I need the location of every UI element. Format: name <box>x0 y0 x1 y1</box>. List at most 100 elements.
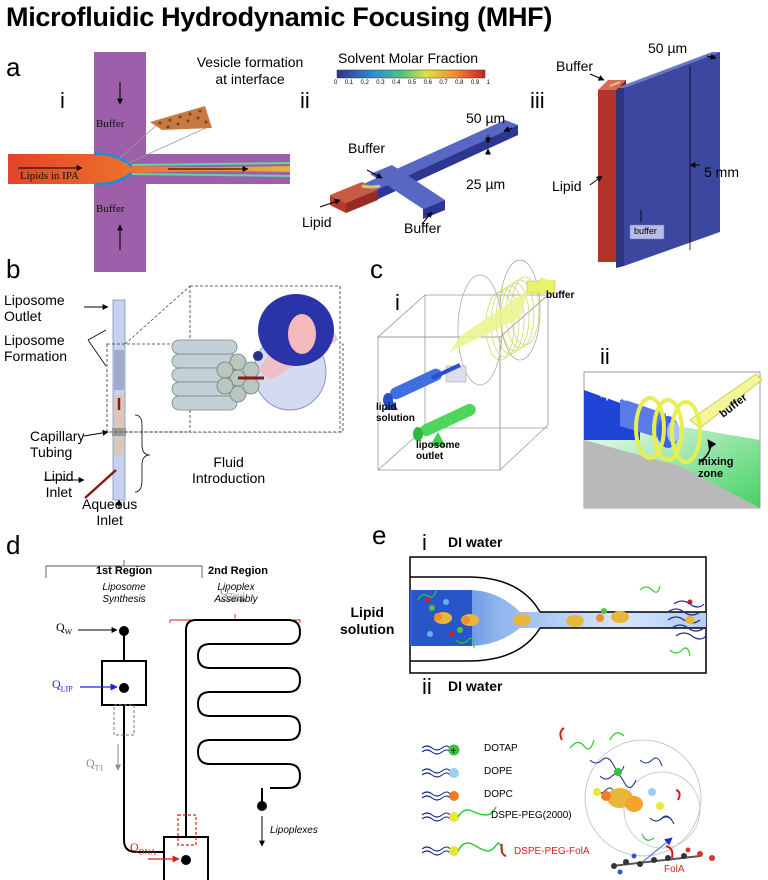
panel-label-c: c <box>370 254 383 284</box>
colorbar-tick: 0.6 <box>423 80 432 86</box>
d-q-total-symbol: Q <box>220 584 229 598</box>
a-i-buffer-top: Buffer <box>96 118 125 130</box>
b-capillary-tubing: Capillary Tubing <box>30 428 84 460</box>
d-q-t1-subscript: T1 <box>94 763 104 773</box>
panel-e-ii-legend-drawings: + <box>421 727 715 875</box>
b-lipid-line-1: Lipid <box>44 468 74 484</box>
panel-c-ii-zoom <box>583 371 763 509</box>
panel-a-i-label: i <box>60 88 65 113</box>
e-i-lipid-line-2: solution <box>340 621 395 637</box>
colorbar-tick: 0.3 <box>376 80 385 86</box>
colorbar-tick: 0.1 <box>344 80 354 86</box>
panel-b-device <box>44 285 344 508</box>
c-ii-mixing-line-2: zone <box>698 468 724 480</box>
colorbar-tick: 0.5 <box>407 80 417 86</box>
c-i-outlet-line-2: outlet <box>416 451 444 462</box>
c-ii-mixing-zone: mixing zone <box>698 456 733 480</box>
fola-label: FolA <box>664 864 685 875</box>
b-fluid-line-1: Fluid <box>213 454 244 470</box>
a-ii-lipid: Lipid <box>302 214 332 230</box>
panel-a-ii-label: ii <box>300 88 310 113</box>
a-iii-lipid: Lipid <box>552 178 582 194</box>
d-q-dna-symbol: Q <box>130 840 139 854</box>
panel-a-i-channel <box>8 52 291 272</box>
b-capillary-line-2: Tubing <box>30 444 73 460</box>
a-ii-buffer-top: Buffer <box>348 140 386 156</box>
a-iii-inner-buffer: buffer <box>634 226 657 236</box>
d-region1-subtitle: Liposome Synthesis <box>88 582 160 606</box>
colorbar-tick: 0.4 <box>392 80 401 86</box>
d-q-total: QTotal <box>220 584 245 600</box>
d-q-w: QW <box>56 620 72 636</box>
d-region2-subtitle: Lipoplex Assembly <box>200 582 272 606</box>
colorbar-tick: 0.2 <box>360 80 369 86</box>
legend-dope: DOPE <box>484 766 513 777</box>
a-i-lipids-inlet: Lipids in IPA <box>20 170 79 182</box>
legend-dspe-peg-fola: DSPE-PEG-FolA <box>514 846 590 857</box>
a-ii-dim-width: 50 µm <box>466 110 506 126</box>
panel-label-a: a <box>6 52 21 82</box>
d-q-lip-subscript: LIP <box>60 684 73 694</box>
panel-c-i-label: i <box>395 290 400 315</box>
e-i-di-water: DI water <box>448 534 503 550</box>
legend-dspe-peg: DSPE-PEG(2000) <box>491 810 572 821</box>
d-region1-line-2: Synthesis <box>102 594 146 605</box>
a-i-buffer-bottom: Buffer <box>96 203 125 215</box>
panel-label-b: b <box>6 254 21 284</box>
b-aqueous-inlet: Aqueous Inlet <box>82 496 137 528</box>
colorbar-tick: 0.7 <box>439 80 448 86</box>
panel-a-iii-label: iii <box>530 88 545 113</box>
legend-dotap: DOTAP <box>484 743 518 754</box>
callout-line-1: Vesicle formation <box>196 54 304 70</box>
d-region1-title: 1st Region <box>95 565 153 577</box>
vesicle-formation-callout: Vesicle formation at interface <box>180 54 320 88</box>
c-i-buffer: buffer <box>546 290 575 301</box>
c-i-liposome-outlet: liposome outlet <box>416 440 460 462</box>
b-outlet-line-1: Liposome <box>4 292 65 308</box>
d-region2-title: 2nd Region <box>208 565 268 577</box>
b-lipid-inlet: Lipid Inlet <box>44 468 74 500</box>
colorbar-tick: 0.8 <box>455 80 464 86</box>
callout-line-2: at interface <box>215 71 285 87</box>
d-q-total-subscript: Total <box>228 591 245 601</box>
colorbar-title: Solvent Molar Fraction <box>338 50 479 66</box>
panel-e-i-channel <box>409 556 707 674</box>
d-region2-line-2: Assembly <box>214 594 258 605</box>
d-q-lip: QLIP <box>52 677 73 693</box>
e-ii-di-water: DI water <box>448 678 503 694</box>
c-i-lipid-line-2: solution <box>376 413 415 424</box>
panel-c-ii-label: ii <box>600 344 610 369</box>
b-capillary-line-1: Capillary <box>30 428 85 444</box>
c-i-lipid-line-1: lipid <box>376 402 397 413</box>
e-i-lipid-line-1: Lipid <box>350 604 384 620</box>
svg-text:+: + <box>451 746 457 757</box>
panel-d-schematic <box>45 560 302 880</box>
d-q-t1: QT1 <box>86 756 104 772</box>
colorbar-tick: 0 <box>334 80 338 86</box>
panel-label-e: e <box>372 520 387 550</box>
a-iii-dim-length: 5 mm <box>704 164 739 180</box>
b-aqueous-line-2: Inlet <box>96 512 123 528</box>
e-i-lipid-solution: Lipid solution <box>340 604 394 638</box>
colorbar-tick: 0.9 <box>470 80 480 86</box>
panel-e-ii-label: ii <box>422 674 432 699</box>
panel-c-i-device <box>376 259 550 471</box>
b-formation-line-2: Formation <box>4 348 68 364</box>
legend-dopc: DOPC <box>484 789 513 800</box>
d-q-lip-symbol: Q <box>52 677 61 691</box>
d-lipoplexes: Lipoplexes <box>270 825 318 836</box>
b-fluid-introduction: Fluid Introduction <box>192 454 265 486</box>
d-region2-line-1: Lipoplex <box>217 582 255 593</box>
b-fluid-line-2: Introduction <box>192 470 266 486</box>
colorbar-tick: 1 <box>486 80 490 86</box>
c-ii-mixing-line-1: mixing <box>698 456 734 468</box>
d-q-t1-symbol: Q <box>86 756 95 770</box>
c-i-lipid-solution: lipid solution <box>376 402 415 424</box>
d-q-dna-subscript: DNA <box>138 847 157 857</box>
panel-c-i-flows <box>383 276 556 447</box>
a-iii-dim-width: 50 µm <box>648 40 688 56</box>
b-liposome-outlet: Liposome Outlet <box>4 292 65 324</box>
b-liposome-formation: Liposome Formation <box>4 332 67 364</box>
b-aqueous-line-1: Aqueous <box>82 496 138 512</box>
